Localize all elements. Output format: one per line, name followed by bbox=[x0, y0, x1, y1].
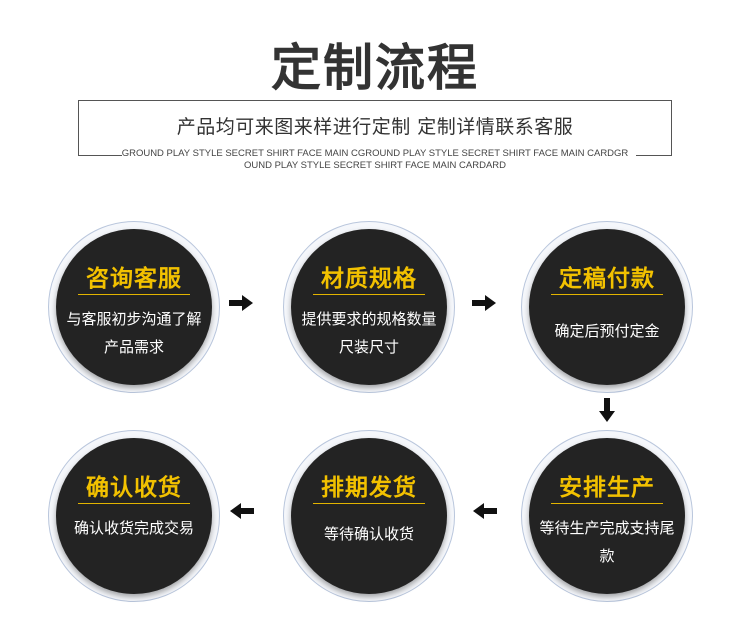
step-circle: 材质规格 提供要求的规格数量尺装尺寸 bbox=[291, 229, 447, 385]
arrow-left-icon bbox=[473, 503, 497, 519]
step-title: 定稿付款 bbox=[559, 266, 655, 292]
subtitle-text: 产品均可来图来样进行定制 定制详情联系客服 bbox=[176, 116, 574, 138]
step-title: 咨询客服 bbox=[86, 266, 182, 292]
step-divider bbox=[551, 294, 663, 295]
step-circle: 定稿付款 确定后预付定金 bbox=[529, 229, 685, 385]
step-description: 等待确认收货 bbox=[323, 525, 414, 543]
decorative-english-text: GROUND PLAY STYLE SECRET SHIRT FACE MAIN… bbox=[121, 148, 629, 171]
subtitle-frame-bottom bbox=[78, 155, 672, 156]
step-title: 材质规格 bbox=[321, 266, 417, 292]
subtitle-frame bbox=[78, 100, 672, 156]
step-divider bbox=[78, 294, 190, 295]
step-circle: 安排生产 等待生产完成支持尾款 bbox=[529, 438, 685, 594]
step-description: 与客服初步沟通了解产品需求 bbox=[66, 310, 202, 356]
frame-line-left bbox=[78, 155, 122, 156]
arrow-right-icon bbox=[229, 295, 253, 311]
step-description: 确定后预付定金 bbox=[554, 322, 660, 340]
step-title: 确认收货 bbox=[86, 475, 182, 501]
frame-line-right bbox=[636, 155, 672, 156]
step-divider bbox=[78, 503, 190, 504]
step-5: 排期发货 等待确认收货 bbox=[283, 430, 455, 602]
step-divider bbox=[313, 294, 425, 295]
arrow-right-icon bbox=[472, 295, 496, 311]
step-3: 定稿付款 确定后预付定金 bbox=[521, 221, 693, 393]
step-description: 确认收货完成交易 bbox=[73, 519, 194, 537]
step-divider bbox=[551, 503, 663, 504]
step-description: 等待生产完成支持尾款 bbox=[539, 519, 675, 565]
step-1: 咨询客服 与客服初步沟通了解产品需求 bbox=[48, 221, 220, 393]
arrow-left-icon bbox=[230, 503, 254, 519]
step-circle: 咨询客服 与客服初步沟通了解产品需求 bbox=[56, 229, 212, 385]
page-title: 定制流程 bbox=[271, 39, 479, 97]
step-4: 安排生产 等待生产完成支持尾款 bbox=[521, 430, 693, 602]
step-6: 确认收货 确认收货完成交易 bbox=[48, 430, 220, 602]
step-circle: 确认收货 确认收货完成交易 bbox=[56, 438, 212, 594]
step-title: 排期发货 bbox=[321, 475, 417, 501]
step-circle: 排期发货 等待确认收货 bbox=[291, 438, 447, 594]
step-divider bbox=[313, 503, 425, 504]
step-2: 材质规格 提供要求的规格数量尺装尺寸 bbox=[283, 221, 455, 393]
step-description: 提供要求的规格数量尺装尺寸 bbox=[301, 310, 437, 356]
step-title: 安排生产 bbox=[559, 475, 655, 501]
arrow-down-icon bbox=[599, 398, 615, 422]
